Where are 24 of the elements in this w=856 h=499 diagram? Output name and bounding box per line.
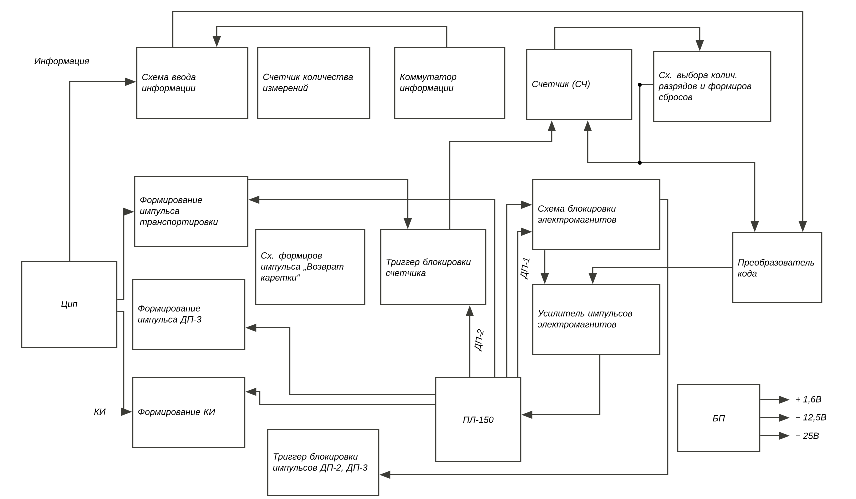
block-box: БП xyxy=(677,384,761,453)
edge-label: + 1,6В xyxy=(796,396,822,404)
block-box: Формирование импульса ДП-3 xyxy=(132,279,246,351)
block-box: Схема ввода информации xyxy=(136,47,249,120)
edge-label: ДП-2 xyxy=(474,329,484,352)
block-box: Усилитель импульсов электромагнитов xyxy=(532,284,661,356)
edge-label: − 25В xyxy=(796,432,819,440)
edge-label: КИ xyxy=(94,408,106,416)
edge-label: ДП-1 xyxy=(520,258,530,280)
block-box: Триггер блокировки импульсов ДП-2, ДП-3 xyxy=(267,429,380,497)
block-box: Счетчик количества измерений xyxy=(257,47,371,120)
block-box: Формирование импульса транспортировки xyxy=(134,176,249,248)
block-box: Сх. выбора колич. разрядов и формиров сбросов xyxy=(653,51,772,123)
edge-label: − 12,5В xyxy=(796,414,827,422)
block-box: Цип xyxy=(21,261,118,349)
edge-label: Информация xyxy=(34,58,90,66)
block-box: Счетчик (СЧ) xyxy=(526,49,633,121)
block-box: Коммутатор информации xyxy=(394,47,506,120)
block-box: Сх. формиров импульса „Возврат каретки“ xyxy=(255,229,366,306)
block-box: Триггер блокировки счетчика xyxy=(380,229,487,306)
block-box: ПЛ-150 xyxy=(435,377,522,463)
block-box: Формирование КИ xyxy=(132,377,246,449)
block-box: Схема блокировки электромагнитов xyxy=(532,179,661,251)
block-box: Преобразователь кода xyxy=(732,232,823,304)
